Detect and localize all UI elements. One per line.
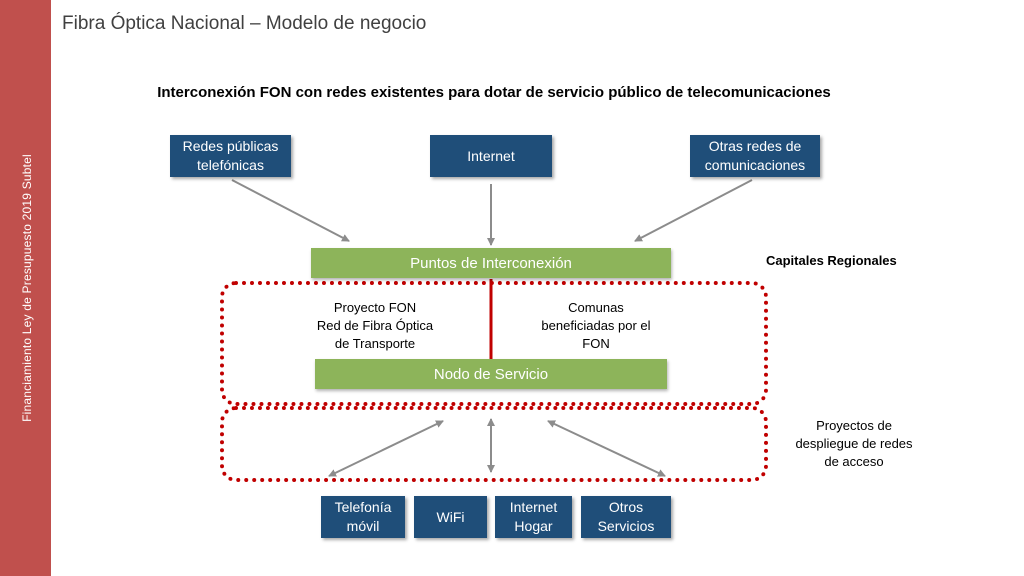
- interconnection-points-box: Puntos de Interconexión: [311, 248, 671, 278]
- arrow-otros-servicios-access: [547, 420, 666, 477]
- service-wifi: WiFi: [414, 496, 487, 538]
- text-line: de Transporte: [334, 336, 416, 351]
- access-region-frame: [220, 406, 768, 482]
- capitals-region-frame: [220, 281, 768, 406]
- node-label-line: Redes públicas: [182, 138, 279, 154]
- text-line: FON: [582, 336, 610, 351]
- interconnection-points-label: Puntos de Interconexión: [410, 254, 572, 272]
- service-internet-hogar: Internet Hogar: [495, 496, 572, 538]
- node-label-line: Servicios: [597, 518, 655, 534]
- node-label-line: Internet: [467, 147, 515, 164]
- service-otros-servicios: Otros Servicios: [581, 496, 671, 538]
- node-redes-publicas: Redes públicas telefónicas: [170, 135, 291, 177]
- node-label-line: móvil: [346, 518, 380, 534]
- sidebar-bar: Financiamiento Ley de Presupuesto 2019 S…: [0, 0, 51, 576]
- service-node-label: Nodo de Servicio: [433, 365, 549, 383]
- arrow-otras-to-interconnection: [634, 179, 753, 242]
- node-label-line: WiFi: [436, 508, 465, 525]
- text-line: Proyecto FON: [333, 300, 417, 315]
- node-label-line: Hogar: [514, 518, 553, 534]
- node-label-line: Otros: [608, 499, 644, 515]
- node-label-line: comunicaciones: [704, 157, 806, 173]
- node-otras-redes: Otras redes de comunicaciones: [690, 135, 820, 177]
- node-label-line: Otras redes de: [708, 138, 802, 154]
- node-internet: Internet: [430, 135, 552, 177]
- text-line: de acceso: [824, 454, 884, 469]
- node-label-line: Internet: [509, 499, 558, 515]
- service-node-box: Nodo de Servicio: [315, 359, 667, 389]
- node-label-line: telefónicas: [197, 157, 264, 173]
- text-line: Red de Fibra Óptica: [316, 318, 434, 333]
- arrow-telefonia-access: [328, 420, 444, 477]
- capitals-label: Capitales Regionales: [766, 253, 897, 268]
- beneficiary-communes-text: Comunas beneficiadas por el FON: [525, 299, 667, 353]
- node-label-line: Telefonía: [334, 499, 392, 515]
- page-title: Fibra Óptica Nacional – Modelo de negoci…: [62, 13, 427, 34]
- access-projects-label: Proyectos de despliegue de redes de acce…: [782, 417, 926, 471]
- arrow-redes-to-interconnection: [231, 179, 350, 242]
- diagram-subtitle: Interconexión FON con redes existentes p…: [157, 84, 831, 101]
- fon-project-text: Proyecto FON Red de Fibra Óptica de Tran…: [305, 299, 445, 353]
- service-telefonia-movil: Telefonía móvil: [321, 496, 405, 538]
- text-line: despliegue de redes: [795, 436, 913, 451]
- text-line: Proyectos de: [816, 418, 892, 433]
- text-line: Comunas: [568, 300, 624, 315]
- text-line: beneficiadas por el: [541, 318, 651, 333]
